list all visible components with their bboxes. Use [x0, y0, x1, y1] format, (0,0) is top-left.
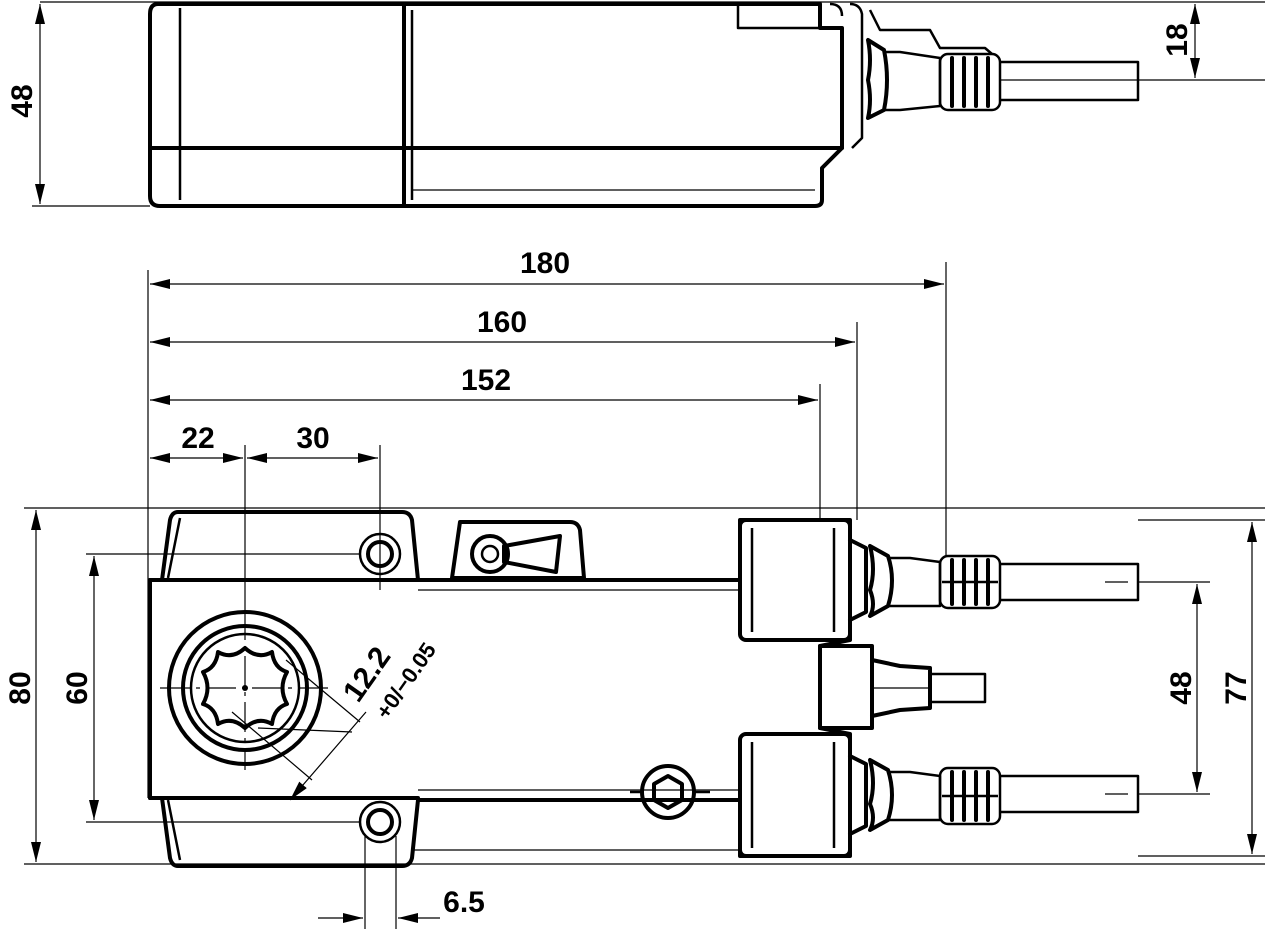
- front-view-chamfer-top: [166, 517, 182, 579]
- top-view-housing: [148, 2, 844, 208]
- top-view-grommet: [866, 38, 889, 120]
- front-view-housing: [148, 510, 852, 868]
- top-view-sleeve-ribs: [950, 56, 990, 108]
- dim-label-spacing-60: 60: [61, 671, 94, 704]
- front-view-chamfer-bottom: [166, 799, 182, 861]
- dim-ext-shaft-upper: [257, 727, 353, 733]
- dim-label-hole-6-5: 6.5: [443, 886, 485, 919]
- top-view: 48 18: [6, 1, 1265, 208]
- dim-ext-shaft-lower: [231, 711, 313, 781]
- dim-ext-shaft-flat: [285, 659, 361, 723]
- top-view-cable-guide: [868, 9, 993, 55]
- centerlines: [160, 581, 1128, 795]
- dim-label-height-80: 80: [4, 671, 37, 704]
- top-view-connector-bracket: [736, 2, 864, 149]
- dim-label-height-48: 48: [6, 84, 39, 117]
- lower-connector-block: [738, 732, 1140, 858]
- top-view-cable-sleeve: [938, 52, 1002, 112]
- dim-label-offset-22: 22: [181, 422, 214, 455]
- front-view: 180 160 152 22 30 80 60 48 77 6.5: [4, 247, 1265, 929]
- dim-label-cable-span-77: 77: [1220, 671, 1253, 704]
- dim-label-length-160: 160: [477, 306, 527, 339]
- dim-label-length-180: 180: [520, 247, 570, 280]
- lower-mounting-hole: [358, 800, 402, 844]
- top-view-cable: [1000, 60, 1140, 102]
- manual-override-lever: [450, 520, 586, 580]
- dim-label-cable-18: 18: [1161, 23, 1194, 56]
- top-view-strain-relief: [884, 50, 942, 112]
- middle-connector: [818, 644, 987, 730]
- top-view-bracket-corner: [829, 2, 844, 17]
- dim-label-length-152: 152: [461, 364, 511, 397]
- upper-connector-block: [738, 518, 1140, 642]
- dim-label-cable-spacing-48: 48: [1165, 671, 1198, 704]
- lock-screw: [630, 764, 710, 820]
- extension-lines: [24, 262, 1265, 929]
- dim-line-shaft-12-2: [289, 711, 367, 801]
- dim-label-spacing-30: 30: [296, 422, 329, 455]
